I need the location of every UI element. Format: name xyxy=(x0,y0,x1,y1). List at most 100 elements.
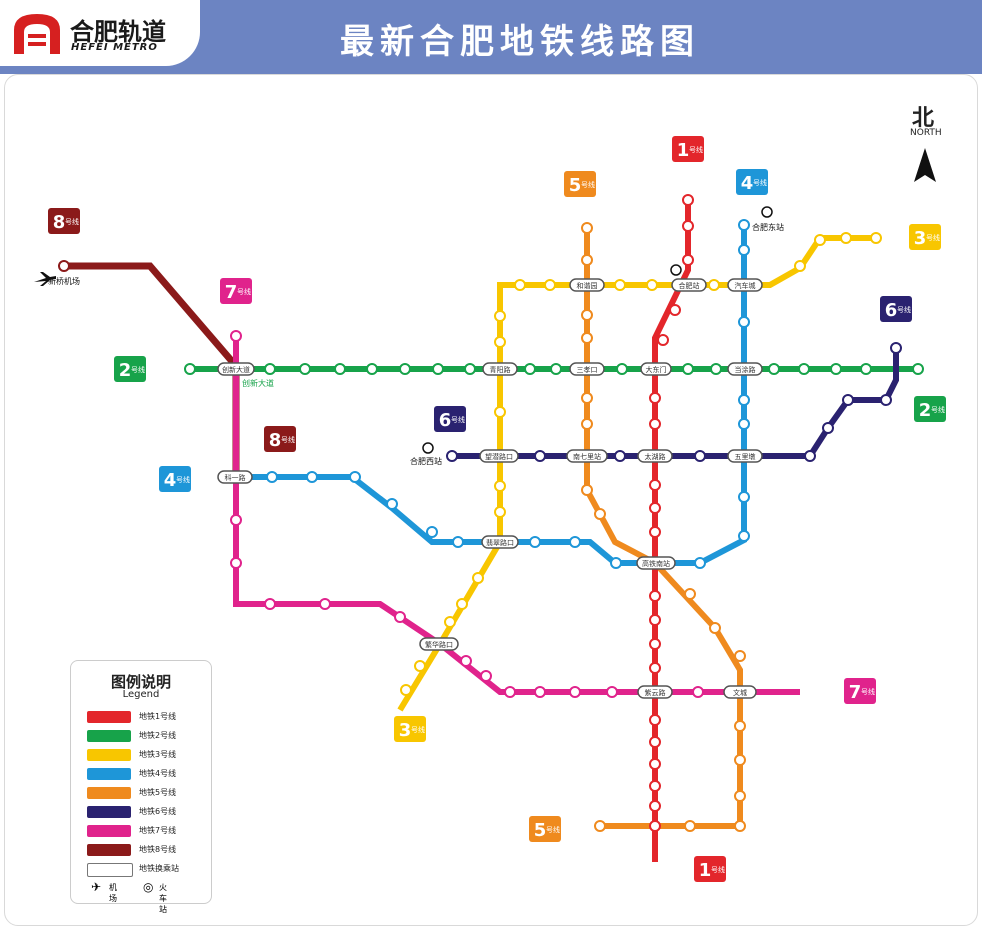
legend-swatch xyxy=(87,863,133,877)
line-badge-suffix: 号线 xyxy=(281,435,295,444)
line-badge-suffix: 号线 xyxy=(546,825,560,834)
line-3-route xyxy=(397,235,876,712)
legend-swatch xyxy=(87,711,131,723)
transfer-station-labels: 创新大道和谐园合肥站汽车城青阳路三孝口大东门当涂路望潜路口南七里站太湖路五里墩科… xyxy=(222,281,756,697)
transfer-station-label: 南七里站 xyxy=(573,452,601,461)
transfer-station-label: 科一路 xyxy=(225,473,246,482)
header-banner: 合肥轨道 HEFEI METRO 最新合肥地铁线路图 xyxy=(0,0,982,74)
line-badge-number: 1 xyxy=(677,140,690,161)
station-markers xyxy=(58,194,924,832)
transfer-station-label: 翡翠路口 xyxy=(486,538,514,547)
logo-english-text: HEFEI METRO xyxy=(71,42,158,53)
line-badge-number: 4 xyxy=(164,470,177,491)
legend-label: 地铁换乘站 xyxy=(139,864,179,873)
line-badge-number: 5 xyxy=(569,175,582,196)
line-badge-number: 6 xyxy=(885,300,898,321)
transfer-station-label: 紫云路 xyxy=(645,688,666,697)
railway-legend-label: 火车站 xyxy=(159,883,167,914)
line-badge-suffix: 号线 xyxy=(897,305,911,314)
line-badge-number: 1 xyxy=(699,860,712,881)
legend-label: 地铁5号线 xyxy=(139,788,177,797)
line-badge-suffix: 号线 xyxy=(237,287,251,296)
transfer-station-label: 当涂路 xyxy=(735,365,756,374)
airport-icon xyxy=(34,272,56,286)
line-4-route xyxy=(236,225,747,566)
line-badge-number: 8 xyxy=(269,430,282,451)
legend-swatch xyxy=(87,844,131,856)
legend-label: 地铁8号线 xyxy=(139,845,177,854)
line-7-route xyxy=(233,336,800,695)
legend-subtitle: Legend xyxy=(122,689,160,700)
transfer-station-label: 大东门 xyxy=(646,365,667,374)
legend-label: 地铁2号线 xyxy=(139,731,177,740)
transfer-station-label: 太湖路 xyxy=(645,452,666,461)
line-badge-suffix: 号线 xyxy=(581,180,595,189)
line-badge-number: 8 xyxy=(53,212,66,233)
legend-label: 地铁6号线 xyxy=(139,807,177,816)
legend-label: 地铁1号线 xyxy=(139,712,177,721)
line-badge-number: 7 xyxy=(225,282,238,303)
line-badge-number: 5 xyxy=(534,820,547,841)
line-badge-suffix: 号线 xyxy=(689,145,703,154)
legend-title: 图例说明 xyxy=(110,673,171,691)
hefei-metro-logo-icon xyxy=(14,14,60,54)
line-badge-suffix: 号线 xyxy=(711,865,725,874)
transfer-station-label: 合肥站 xyxy=(679,281,700,290)
transfer-station-label: 文城 xyxy=(733,688,747,697)
transfer-station-label: 创新大道 xyxy=(222,365,250,374)
legend-swatch xyxy=(87,768,131,780)
railway-station-icon xyxy=(422,206,773,454)
legend-swatch xyxy=(87,787,131,799)
logo-panel: 合肥轨道 HEFEI METRO xyxy=(0,0,200,66)
line-badge-suffix: 号线 xyxy=(411,725,425,734)
transfer-station-label: 和谐园 xyxy=(577,281,598,290)
legend-label: 地铁4号线 xyxy=(139,769,177,778)
line-badge-suffix: 号线 xyxy=(176,475,190,484)
line-badge-number: 3 xyxy=(399,720,412,741)
newbridge-airport-label: 新桥机场 xyxy=(48,276,80,286)
transfer-stations xyxy=(217,278,763,699)
transfer-station-label: 高铁南站 xyxy=(642,559,670,568)
line-badge-number: 2 xyxy=(119,360,132,381)
page-title: 最新合肥地铁线路图 xyxy=(340,22,700,62)
transfer-station-label: 青阳路 xyxy=(490,365,511,374)
line-badge-number: 6 xyxy=(439,410,452,431)
line-6-route xyxy=(452,348,899,459)
transfer-station-label: 三孝口 xyxy=(577,366,598,374)
airport-legend-label: 机场 xyxy=(109,883,117,903)
railway-legend-icon: ◎ xyxy=(143,880,154,894)
line-badge-number: 2 xyxy=(919,400,932,421)
legend-swatch xyxy=(87,730,131,742)
line-badge-number: 4 xyxy=(741,173,754,194)
transfer-station-label: 望潜路口 xyxy=(485,452,513,461)
north-arrow-icon xyxy=(914,148,936,182)
line-badge-suffix: 号线 xyxy=(65,217,79,226)
line-badge-suffix: 号线 xyxy=(131,365,145,374)
legend-swatch xyxy=(87,825,131,837)
line-badge-suffix: 号线 xyxy=(451,415,465,424)
line-badge-suffix: 号线 xyxy=(861,687,875,696)
line-badge-suffix: 号线 xyxy=(926,233,940,242)
innovation-avenue-label: 创新大道 xyxy=(242,378,274,388)
transfer-station-label: 汽车城 xyxy=(735,281,756,290)
line-badge-number: 3 xyxy=(914,228,927,249)
line-badge-suffix: 号线 xyxy=(753,178,767,187)
line-badge-suffix: 号线 xyxy=(931,405,945,414)
